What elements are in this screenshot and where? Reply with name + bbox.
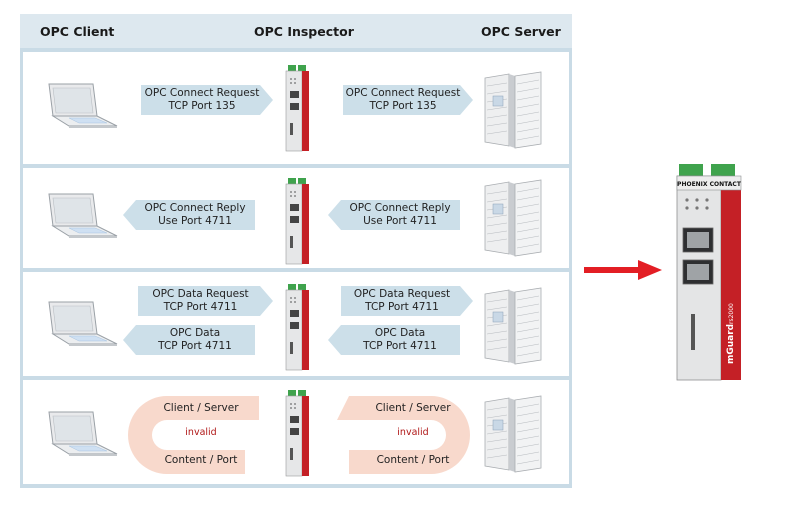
server-icon — [484, 179, 542, 257]
arrow-connect-reply-server: OPC Connect Reply Use Port 4711 — [328, 200, 460, 230]
arrow-text-line2: Use Port 4711 — [363, 215, 437, 227]
row-data-exchange: OPC Data Request TCP Port 4711 OPC Data … — [23, 272, 569, 376]
laptop-icon — [48, 301, 118, 346]
inspector-device-icon — [285, 390, 309, 477]
arrow-text-line1: OPC Connect Reply — [144, 202, 246, 214]
header-bar: OPC Client OPC Inspector OPC Server — [20, 14, 572, 48]
opc-inspector-heading: OPC Inspector — [254, 24, 354, 39]
arrow-text-line1: OPC Connect Reply — [349, 202, 451, 214]
arrow-text-line2: TCP Port 135 — [168, 100, 236, 112]
loop-server-bottom-label: Content / Port — [376, 454, 450, 466]
row-invalid-content: Client / Server invalid Content / Port C… — [23, 380, 569, 484]
server-icon — [484, 287, 542, 365]
arrow-text-line1: OPC Data — [374, 327, 426, 339]
loop-client-invalid-label: invalid — [185, 427, 217, 438]
arrow-text-line2: TCP Port 4711 — [158, 340, 232, 352]
arrow-text-line2: TCP Port 4711 — [365, 301, 439, 313]
server-icon — [484, 395, 542, 473]
opc-server-heading: OPC Server — [481, 24, 561, 39]
arrow-text-line2: TCP Port 4711 — [363, 340, 437, 352]
loop-client-top-label: Client / Server — [163, 402, 239, 414]
product-name-text: mGuard — [726, 324, 736, 364]
arrow-text-line1: OPC Data Request — [353, 288, 451, 300]
return-loop-client — [128, 396, 259, 474]
arrow-text-line1: OPC Data — [169, 327, 221, 339]
arrow-connect-reply-client: OPC Connect Reply Use Port 4711 — [123, 200, 255, 230]
model-name-text: rs2000 — [728, 303, 735, 324]
red-arrow-icon — [584, 260, 662, 280]
row-connect-request: OPC Connect Request TCP Port 135 OPC Con… — [23, 52, 569, 164]
arrow-data-response-client: OPC Data TCP Port 4711 — [123, 325, 255, 355]
diagram-frame: OPC Client OPC Inspector OPC Server OPC … — [20, 14, 572, 488]
laptop-icon — [48, 193, 118, 238]
inspector-device-icon — [285, 284, 309, 371]
mguard-device-icon: PHOENIX CONTACT mGuard rs2000 — [676, 164, 742, 381]
arrow-text-line2: Use Port 4711 — [158, 215, 232, 227]
arrow-connect-request-server: OPC Connect Request TCP Port 135 — [343, 85, 473, 115]
arrow-text-line2: TCP Port 135 — [369, 100, 437, 112]
row-connect-reply: OPC Connect Reply Use Port 4711 OPC Conn… — [23, 168, 569, 268]
arrow-text-line1: OPC Connect Request — [345, 87, 461, 99]
inspector-device-icon — [285, 178, 309, 265]
loop-server-top-label: Client / Server — [375, 402, 451, 414]
arrow-data-request-client: OPC Data Request TCP Port 4711 — [138, 286, 273, 316]
arrow-connect-request-client: OPC Connect Request TCP Port 135 — [141, 85, 273, 115]
opc-client-heading: OPC Client — [40, 24, 115, 39]
server-icon — [484, 71, 542, 149]
laptop-icon — [48, 411, 118, 456]
arrow-data-request-server: OPC Data Request TCP Port 4711 — [341, 286, 473, 316]
return-loop-server — [337, 396, 470, 474]
laptop-icon — [48, 83, 118, 128]
arrow-text-line1: OPC Connect Request — [144, 87, 260, 99]
brand-logo-text: PHOENIX CONTACT — [677, 181, 742, 188]
arrow-text-line1: OPC Data Request — [152, 288, 249, 300]
loop-client-bottom-label: Content / Port — [164, 454, 238, 466]
loop-server-invalid-label: invalid — [397, 427, 429, 438]
inspector-device-icon — [285, 65, 309, 152]
arrow-text-line2: TCP Port 4711 — [163, 301, 238, 313]
arrow-data-response-server: OPC Data TCP Port 4711 — [328, 325, 460, 355]
